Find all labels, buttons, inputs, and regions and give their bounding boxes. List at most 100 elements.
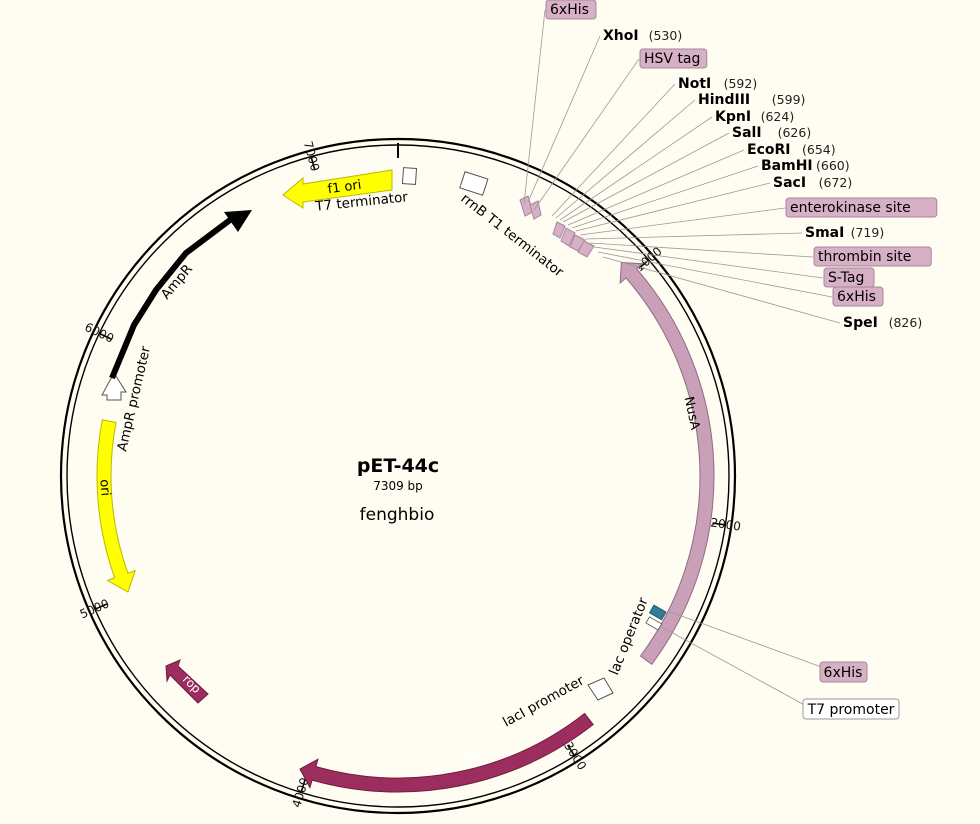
label-t7-promoter[interactable]: T7 promoter — [807, 702, 895, 718]
lac-operator-box[interactable] — [648, 604, 667, 621]
leader-line — [555, 99, 696, 219]
leader-line — [551, 83, 676, 217]
site-label-kpni[interactable]: KpnI(624) — [715, 109, 794, 125]
tag-label-text: 6xHis — [550, 2, 589, 18]
rrnb-t1-terminator-box[interactable] — [459, 171, 489, 196]
site-label-s-tag[interactable]: S-Tag — [823, 267, 875, 288]
tick-mark — [310, 156, 316, 170]
tag-6xhis-second[interactable] — [577, 240, 595, 258]
leader-line — [585, 232, 803, 240]
label-box-t7-promoter — [802, 698, 900, 720]
tag-label-text: 6xHis — [837, 289, 876, 305]
site-name: HindIII — [698, 92, 750, 108]
plasmid-name: pET-44c — [357, 455, 439, 477]
rrnb-t1-terminator-label: rrnB T1 terminator — [458, 191, 567, 281]
tag-label-box — [785, 197, 938, 218]
ampr-arrow[interactable] — [109, 217, 232, 380]
tick-label: 2000 — [710, 515, 742, 533]
site-label-bamhi[interactable]: BamHI(660) — [761, 158, 850, 174]
site-label-enterokinase-site[interactable]: enterokinase site — [785, 197, 938, 218]
site-name: EcoRI — [747, 142, 790, 158]
site-label-smai[interactable]: SmaI (719) — [805, 225, 884, 241]
tag-label-text: HSV tag — [644, 51, 700, 67]
leader-line — [523, 9, 546, 205]
tag-enterokinase[interactable] — [552, 221, 566, 239]
site-label-noti[interactable]: NotI(592) — [678, 76, 757, 92]
leader-line — [589, 242, 814, 258]
site-label-6xhis[interactable]: 6xHis — [832, 286, 884, 307]
tick-label: 7000 — [301, 140, 323, 173]
site-position: (660) — [816, 158, 850, 173]
laci-promoter-arrow[interactable] — [587, 677, 614, 701]
site-name: SpeI — [843, 315, 878, 331]
nusa-arrow[interactable] — [619, 261, 715, 666]
lac-operator-label: lac operator — [606, 595, 652, 677]
site-label-hsv-tag[interactable]: HSV tag — [639, 48, 708, 69]
site-position: (654) — [802, 142, 836, 157]
laci-arrow[interactable] — [299, 712, 594, 793]
site-label-ecori[interactable]: EcoRI (654) — [747, 142, 836, 158]
site-label-6xhis[interactable]: 6xHis — [545, 0, 597, 20]
leader-line — [571, 165, 759, 229]
site-name: XhoI — [603, 28, 639, 44]
laci-label: lacI — [463, 746, 489, 767]
site-name: BamHI — [761, 158, 813, 174]
tag-label-box — [832, 286, 884, 307]
leader-line — [527, 35, 601, 203]
site-position: (624) — [761, 109, 795, 124]
tick-label: 5000 — [78, 596, 112, 621]
tag-label-text: S-Tag — [828, 270, 864, 286]
site-name: NotI — [678, 76, 711, 92]
site-position: (719) — [851, 225, 885, 240]
f1-ori-label: f1 ori — [327, 178, 363, 198]
site-label-sali[interactable]: SalI (626) — [732, 125, 811, 141]
label-6xhis-bottom[interactable]: 6xHis — [824, 665, 863, 681]
tag-thrombin[interactable] — [560, 227, 576, 247]
site-label-thrombin-site[interactable]: thrombin site — [813, 246, 932, 267]
label-box-6xhis-bottom — [819, 661, 868, 683]
tag-label-box — [639, 48, 708, 69]
site-label-hindiii[interactable]: HindIII(599) — [698, 92, 805, 108]
site-position: (530) — [649, 28, 683, 43]
site-name: SacI — [773, 175, 806, 191]
t7-terminator-box[interactable] — [401, 167, 418, 186]
leader-line — [533, 58, 640, 211]
leader-line — [567, 149, 745, 226]
site-label-saci[interactable]: SacI (672) — [773, 175, 852, 191]
tick-mark — [98, 332, 112, 340]
tick-mark — [94, 603, 108, 610]
plasmid-source: fenghbio — [360, 505, 435, 525]
t7-promoter-box[interactable] — [645, 616, 663, 631]
ori-arrow[interactable] — [96, 419, 137, 593]
site-position: (626) — [778, 125, 812, 140]
leader-line — [597, 251, 833, 298]
leader-line — [602, 256, 841, 324]
backbone-outer-ring — [59, 137, 737, 815]
site-name: SmaI — [805, 225, 844, 241]
leader-line — [579, 207, 786, 236]
tick-mark — [712, 522, 726, 526]
nusa-label: NusA — [681, 395, 703, 431]
leader-line — [559, 116, 713, 221]
leader-line — [593, 246, 824, 279]
ori-label: ori — [96, 479, 112, 497]
leader-line — [562, 132, 730, 223]
site-name: SalI — [732, 125, 762, 141]
f1-ori-arrow[interactable] — [282, 169, 393, 209]
rop-arrow[interactable] — [165, 659, 209, 704]
site-label-xhoi[interactable]: XhoI (530) — [603, 28, 682, 44]
tag-label-text: enterokinase site — [790, 200, 911, 216]
leader-lines — [523, 9, 841, 324]
leader-6xhis-bottom — [667, 610, 836, 673]
site-position: (672) — [819, 175, 853, 190]
tag-hsv[interactable] — [529, 200, 542, 220]
leader-t7-promoter — [659, 625, 811, 709]
leader-line — [575, 182, 771, 232]
tick-mark — [300, 779, 306, 793]
site-label-spei[interactable]: SpeI(826) — [843, 315, 922, 331]
tag-label-text: thrombin site — [818, 249, 911, 265]
tick-mark — [566, 744, 576, 757]
tag-label-box — [813, 246, 932, 267]
